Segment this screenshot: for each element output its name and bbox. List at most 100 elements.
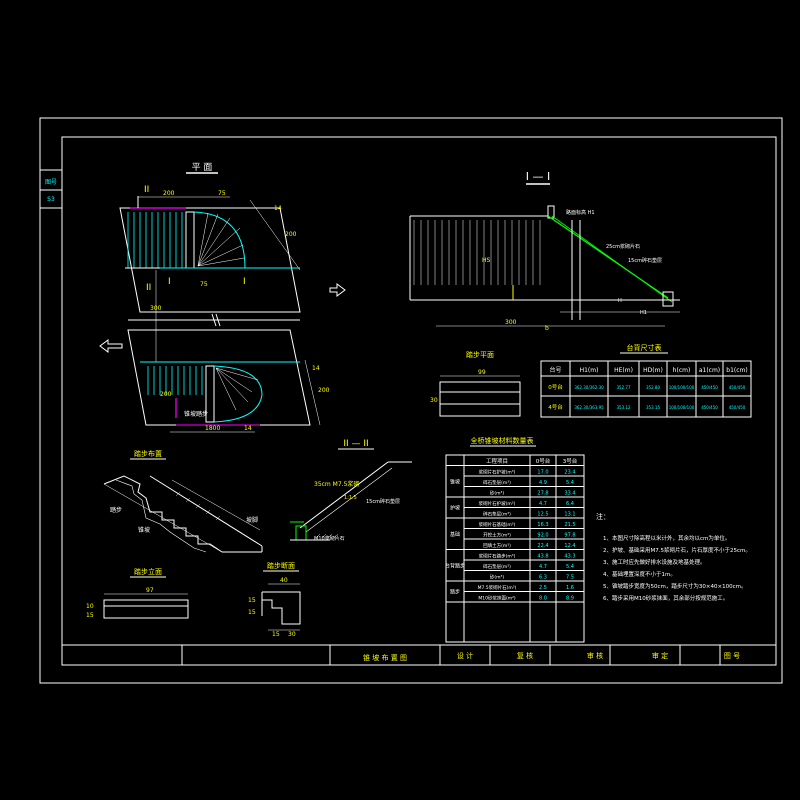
qty-table-title: 全桥锥坡材料数量表 xyxy=(471,436,534,445)
qty-item: M10砂浆抹面(m²) xyxy=(478,595,516,602)
dims-cell: 362.30/363.95 xyxy=(574,405,604,410)
note-line: 5、锥坡踏步宽度为50cm，踏步尺寸为30×40×100cm。 xyxy=(603,582,746,590)
svg-text:锥坡: 锥坡 xyxy=(138,526,150,534)
dims-table-title: 台背尺寸表 xyxy=(627,343,662,352)
plan-cone-top xyxy=(193,211,246,269)
section-II-view: II — II 35cm M7.5浆砌 15cm碎石垫层 M10浆砌片石 1:1… xyxy=(290,439,412,542)
qty-value: 27.8 xyxy=(537,491,548,497)
step-section-title: 踏步断面 xyxy=(267,561,295,570)
plan-cone-bottom xyxy=(213,365,263,423)
svg-text:审 核: 审 核 xyxy=(587,651,603,660)
qty-item: 碎石垫层(m³) xyxy=(483,563,511,570)
qty-item: 开挖土方(m³) xyxy=(483,532,511,539)
plan-title: 平 面 xyxy=(192,162,213,173)
svg-text:15cm碎石垫层: 15cm碎石垫层 xyxy=(628,257,662,264)
qty-value: 4.7 xyxy=(539,501,547,507)
step-layout-title: 踏步布置 xyxy=(134,449,162,458)
svg-text:H1: H1 xyxy=(640,310,647,316)
svg-text:300: 300 xyxy=(505,319,517,326)
svg-text:35cm M7.5浆砌: 35cm M7.5浆砌 xyxy=(314,480,359,488)
dims-header: h(cm) xyxy=(673,367,691,374)
dims-cell: 450/450 xyxy=(701,405,718,410)
qty-value: 1.6 xyxy=(566,585,574,591)
qty-value: 92.0 xyxy=(537,533,548,539)
qty-value: 33.4 xyxy=(564,491,575,497)
title-bar: 锥 坡 布 置 图 设 计 复 核 审 核 审 定 图 号 xyxy=(62,644,776,665)
section2-slope xyxy=(299,461,389,529)
dims-cell: 352.77 xyxy=(617,385,631,390)
svg-text:图 号: 图 号 xyxy=(724,652,740,660)
dims-header: b1(cm) xyxy=(726,367,747,374)
svg-text:200: 200 xyxy=(285,231,297,238)
plan-bottom-hatch xyxy=(147,366,203,395)
qty-item: 浆砌片石踏步(m³) xyxy=(479,553,516,560)
arrow-right-icon xyxy=(329,283,346,297)
svg-text:97: 97 xyxy=(146,587,154,594)
drawing-name: 锥 坡 布 置 图 xyxy=(363,653,407,662)
svg-text:300: 300 xyxy=(150,305,162,312)
svg-text:200: 200 xyxy=(160,391,172,398)
svg-text:200: 200 xyxy=(318,387,330,394)
svg-text:10: 10 xyxy=(86,603,94,610)
dims-cell: 352.80 xyxy=(646,385,660,390)
dims-cell: 450/450 xyxy=(701,385,718,390)
dims-cell: 353.12 xyxy=(617,405,631,410)
qty-item: 碎石垫层(m³) xyxy=(483,479,511,486)
step-profile xyxy=(103,475,223,553)
qty-value: 22.4 xyxy=(537,543,548,549)
svg-text:25cm浆砌片石: 25cm浆砌片石 xyxy=(606,243,640,250)
svg-text:30: 30 xyxy=(288,631,296,638)
step-section-profile xyxy=(261,591,301,625)
plan-sec-I-right: I xyxy=(243,277,246,287)
svg-text:坡脚: 坡脚 xyxy=(246,516,258,524)
dims-cell: 100/100/100 xyxy=(669,405,695,410)
svg-text:75: 75 xyxy=(218,190,226,197)
svg-text:设 计: 设 计 xyxy=(457,651,473,660)
qty-value: 43.3 xyxy=(564,554,575,560)
svg-text:1:1.5: 1:1.5 xyxy=(344,495,357,501)
note-line: 6、踏步采用M10砂浆抹面，其余部分按规范施工。 xyxy=(603,594,728,602)
svg-text:99: 99 xyxy=(478,369,486,376)
step-elevation-title: 踏步立面 xyxy=(134,567,162,576)
svg-text:15: 15 xyxy=(272,631,280,638)
notes-title: 注： xyxy=(596,512,610,521)
qty-item: 回填土方(m³) xyxy=(483,542,511,549)
plan-top-hatch xyxy=(127,212,183,268)
qty-item: M7.5浆砌片石(m³) xyxy=(478,584,517,591)
qty-value: 12.5 xyxy=(537,512,548,518)
qty-value: 6.4 xyxy=(566,501,574,507)
qty-value: 13.1 xyxy=(564,512,575,518)
qty-value: 17.0 xyxy=(537,470,548,476)
qty-value: 2.5 xyxy=(539,585,547,591)
qty-value: 21.5 xyxy=(564,522,575,528)
svg-text:15: 15 xyxy=(248,609,256,616)
qty-value: 97.8 xyxy=(564,533,575,539)
qty-value: 7.5 xyxy=(566,575,574,581)
section1-hatch xyxy=(413,220,541,285)
inner-border xyxy=(61,136,777,666)
arrow-left-icon xyxy=(99,339,123,353)
qty-header: 工程项目 xyxy=(486,457,508,465)
outer-border xyxy=(39,117,783,684)
svg-text:14: 14 xyxy=(312,365,320,372)
qty-group: 基础 xyxy=(450,531,460,538)
svg-text:踏步: 踏步 xyxy=(110,506,122,514)
dims-header: HE(m) xyxy=(614,367,633,374)
dims-cell: 450/450 xyxy=(729,405,746,410)
qty-value: 8.0 xyxy=(539,596,547,602)
step-layout-view: 踏步布置 踏步 锥坡 坡脚 xyxy=(103,449,263,553)
qty-value: 5.4 xyxy=(566,480,574,486)
qty-item: 浆砌片石护坡(m³) xyxy=(479,469,516,476)
plan-bottom-outline xyxy=(127,329,311,426)
svg-text:1800: 1800 xyxy=(205,425,220,432)
qty-value: 12.4 xyxy=(564,543,575,549)
note-line: 4、基础埋置深度不小于1m。 xyxy=(603,570,676,578)
svg-text:15: 15 xyxy=(86,612,94,619)
dims-cell: 353.15 xyxy=(646,405,660,410)
svg-text:15cm碎石垫层: 15cm碎石垫层 xyxy=(366,498,400,505)
section-1-title: I — I xyxy=(526,170,550,183)
qty-header: 3号台 xyxy=(563,457,578,465)
dims-cell: 450/450 xyxy=(729,385,746,390)
